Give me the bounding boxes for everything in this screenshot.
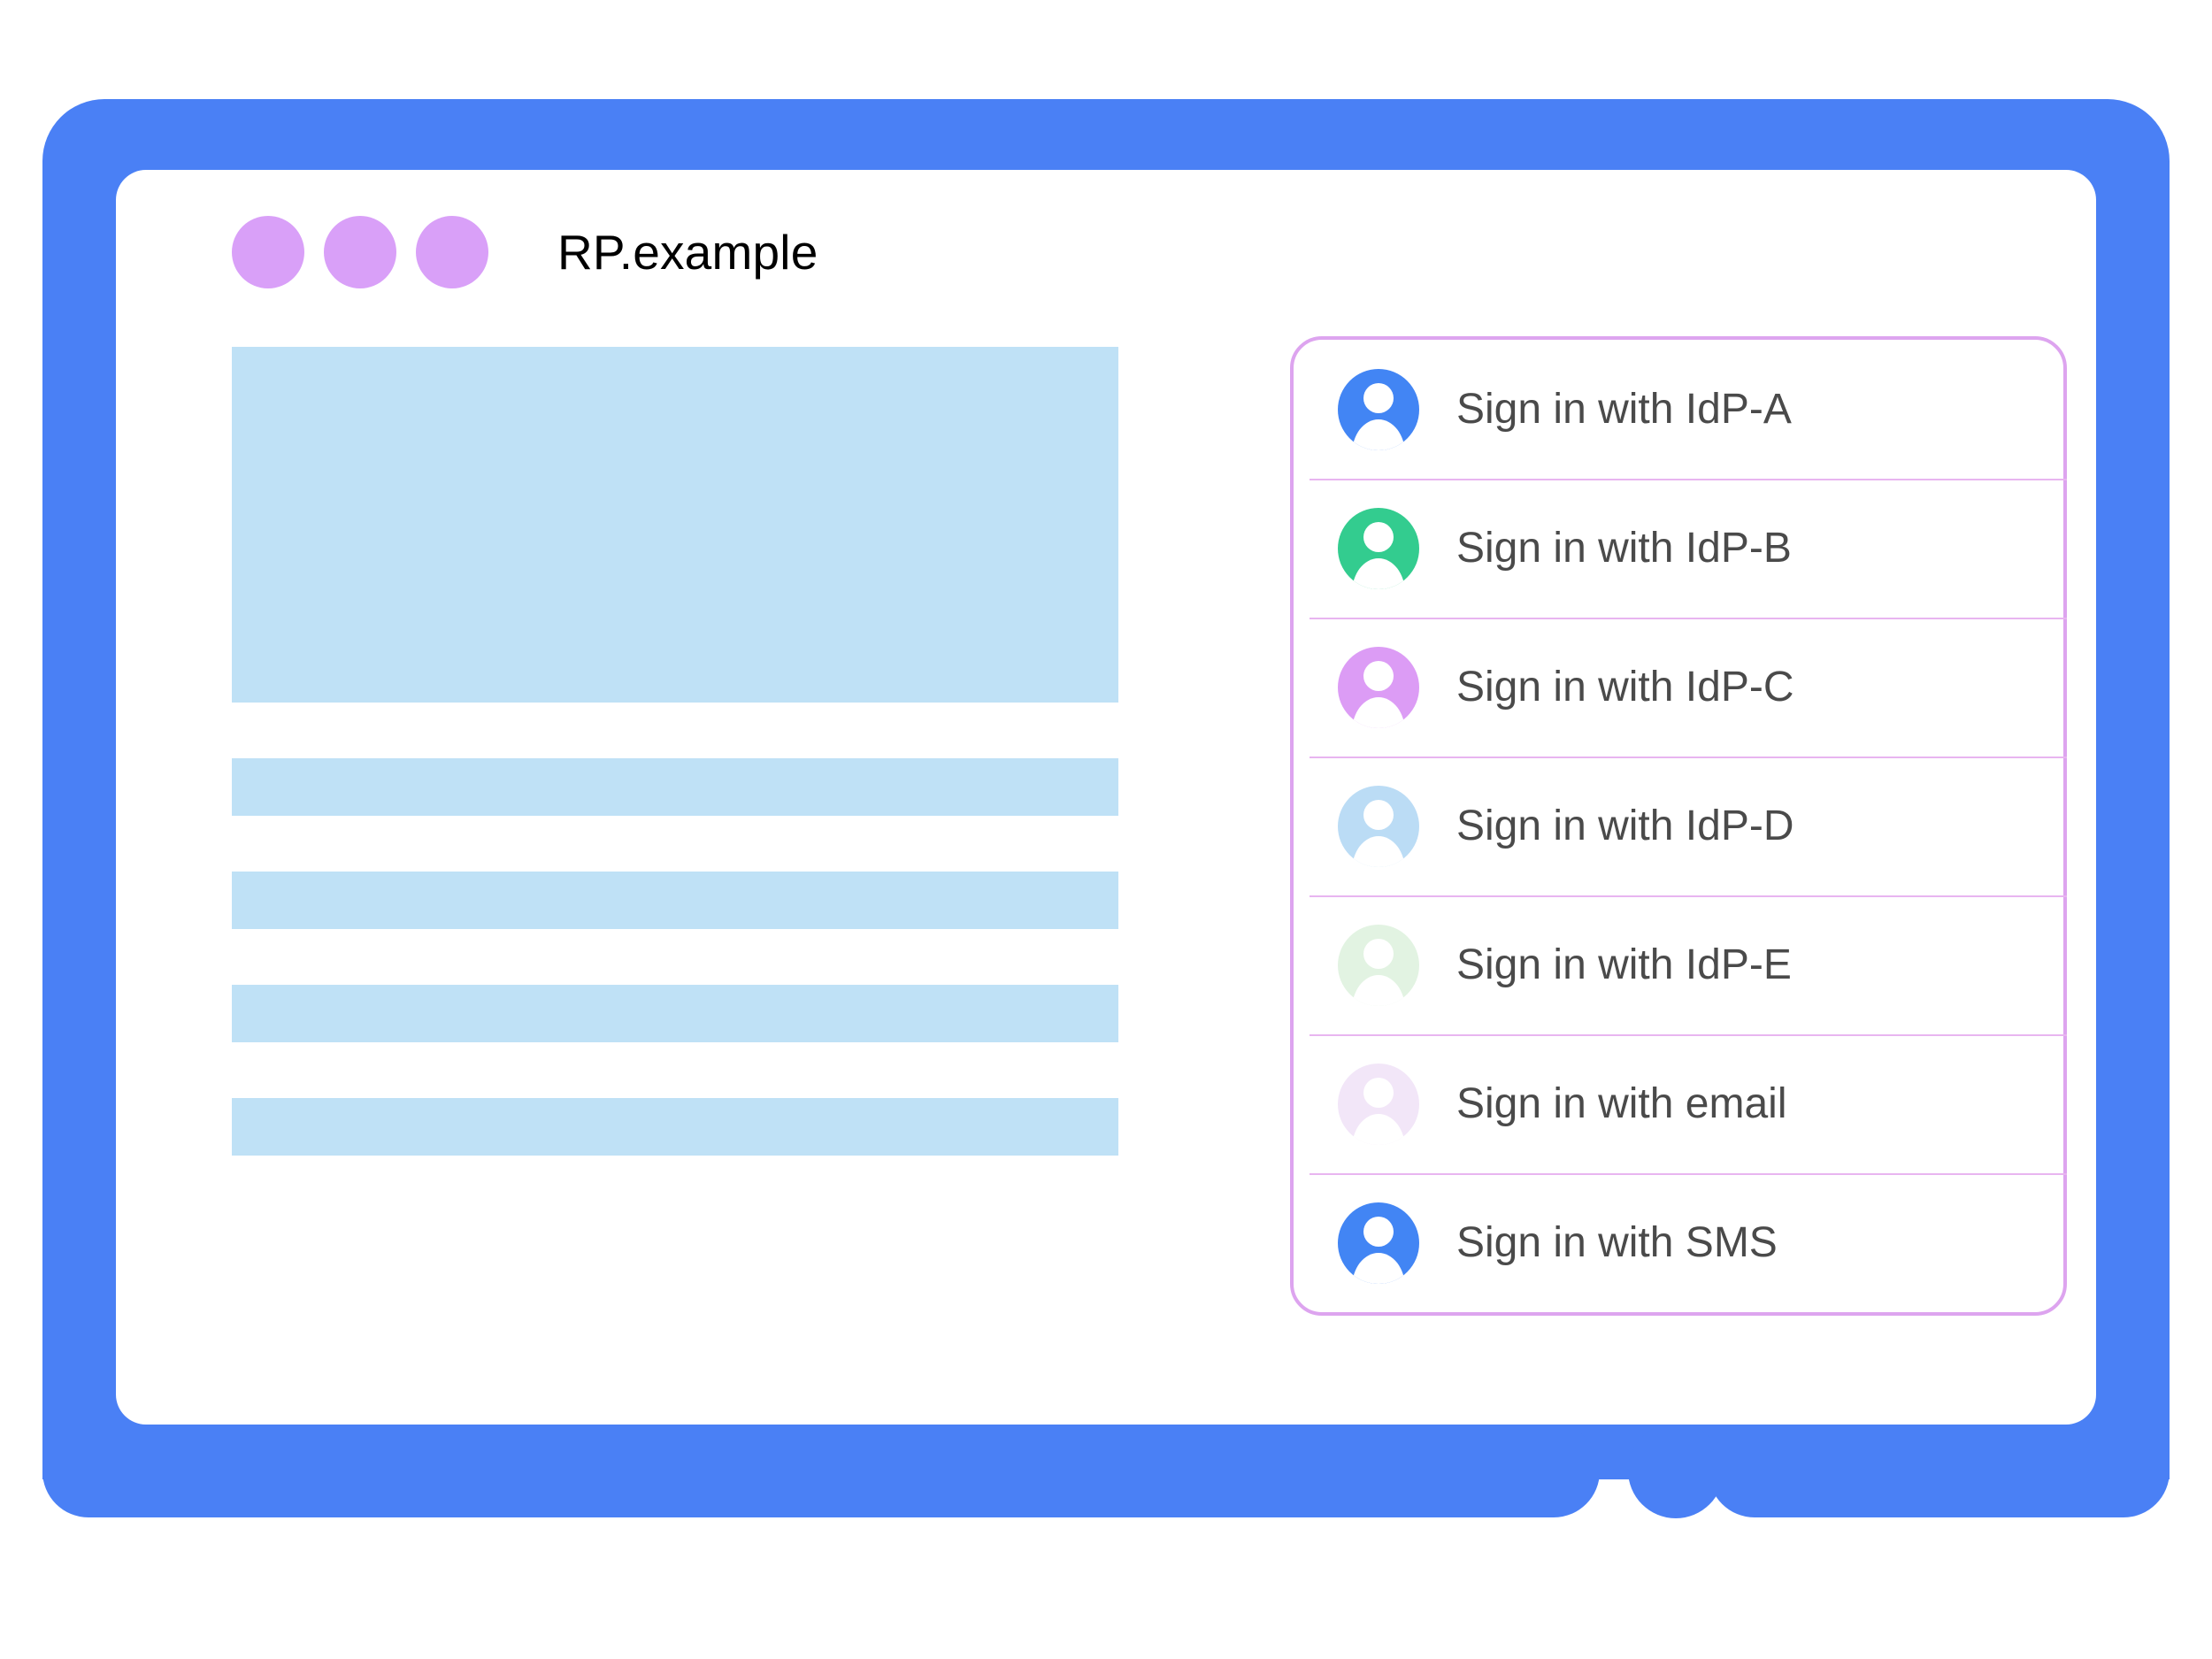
window-dot-close-icon[interactable] [232,216,304,288]
browser-device-frame: RP.example Sign in with IdP-A Sign in wi… [42,99,2170,1550]
account-avatar-icon [1338,646,1419,728]
signin-option-idp-a[interactable]: Sign in with IdP-A [1294,340,2063,479]
signin-option-email[interactable]: Sign in with email [1294,1034,2067,1173]
text-placeholder-4 [232,1098,1118,1156]
signin-option-idp-e[interactable]: Sign in with IdP-E [1294,895,2067,1034]
signin-option-label: Sign in with IdP-A [1456,386,1792,433]
signin-option-idp-d[interactable]: Sign in with IdP-D [1294,757,2067,895]
signin-option-idp-c[interactable]: Sign in with IdP-C [1294,618,2067,757]
account-avatar-icon [1338,1202,1419,1284]
page-content-placeholders [232,347,1118,1156]
text-placeholder-2 [232,872,1118,929]
account-avatar-icon [1338,785,1419,867]
device-bezel-bottom-right [1709,1425,2170,1517]
signin-option-label: Sign in with IdP-C [1456,664,1794,710]
browser-titlebar: RP.example [116,170,2096,334]
hero-placeholder [232,347,1118,703]
signin-panel: Sign in with IdP-A Sign in with IdP-B Si… [1290,336,2067,1316]
window-dot-minimize-icon[interactable] [324,216,396,288]
device-bezel-bottom-left [42,1425,1600,1517]
account-avatar-icon [1338,1063,1419,1145]
account-avatar-icon [1338,507,1419,589]
signin-option-label: Sign in with SMS [1456,1219,1778,1266]
window-controls [232,216,508,288]
signin-option-label: Sign in with IdP-D [1456,803,1794,849]
signin-option-label: Sign in with IdP-B [1456,525,1792,572]
text-placeholder-1 [232,758,1118,816]
signin-option-sms[interactable]: Sign in with SMS [1294,1173,2067,1312]
window-dot-maximize-icon[interactable] [416,216,488,288]
account-avatar-icon [1338,924,1419,1006]
signin-option-label: Sign in with IdP-E [1456,941,1792,988]
page-title: RP.example [557,225,818,280]
account-avatar-icon [1338,368,1419,450]
signin-option-label: Sign in with email [1456,1080,1787,1127]
text-placeholder-3 [232,985,1118,1042]
signin-option-idp-b[interactable]: Sign in with IdP-B [1294,479,2067,618]
browser-screen: RP.example Sign in with IdP-A Sign in wi… [116,170,2096,1425]
home-button[interactable] [1628,1423,1724,1518]
